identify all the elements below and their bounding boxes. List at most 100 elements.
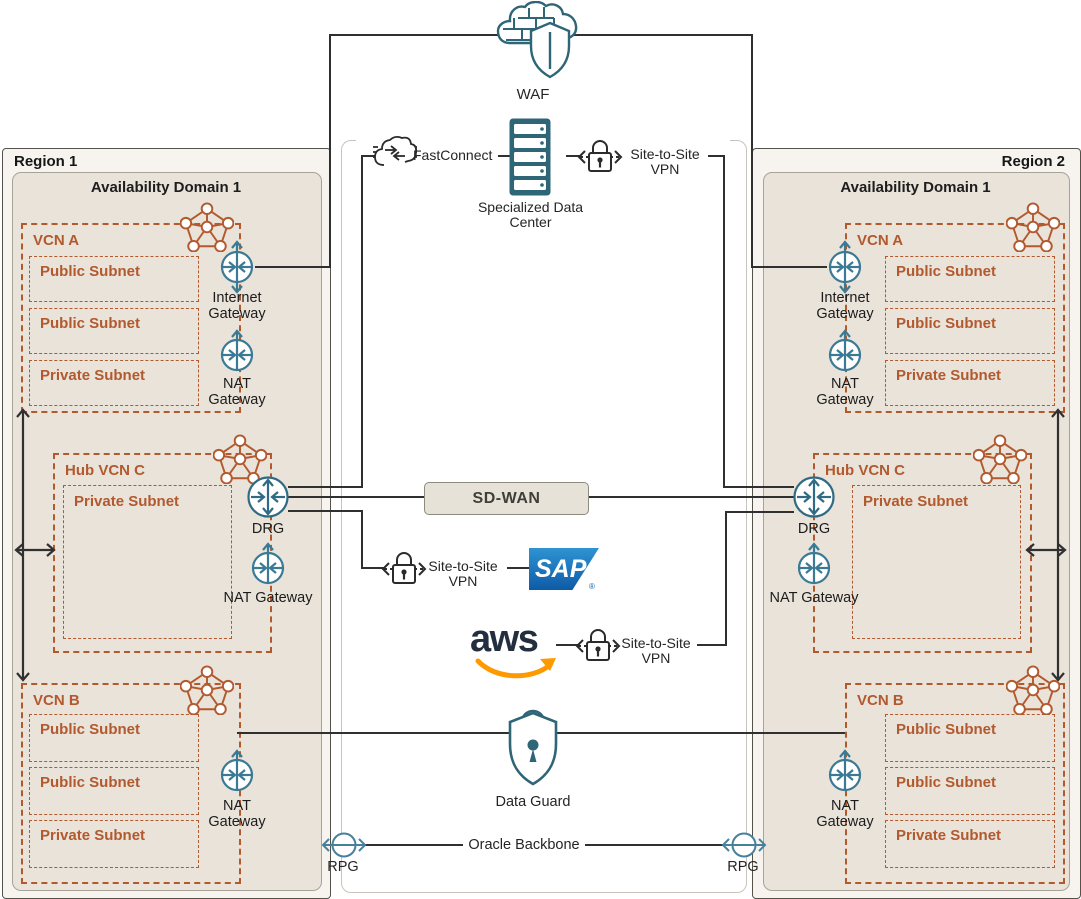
rpg-label: RPG xyxy=(727,859,759,875)
nat-gateway-icon xyxy=(825,327,865,383)
region-1-ad-title: Availability Domain 1 xyxy=(90,179,242,196)
waf-icon xyxy=(494,1,582,81)
r1-vcn-a-box xyxy=(21,223,241,413)
site-to-site-vpn-label: Site-to-Site VPN xyxy=(621,635,691,666)
subnet-label: Private Subnet xyxy=(896,827,1002,844)
connector-line xyxy=(723,155,725,488)
subnet-label: Public Subnet xyxy=(40,315,141,332)
subnet-label: Public Subnet xyxy=(896,315,997,332)
r1-vcn-b-private-subnet xyxy=(29,820,199,868)
drg-label: DRG xyxy=(251,521,285,537)
aws-smile-icon xyxy=(475,658,556,679)
connector-line xyxy=(725,486,794,488)
data-center-icon xyxy=(509,118,551,196)
subnet-label: Public Subnet xyxy=(40,721,141,738)
connector-line xyxy=(498,155,512,157)
r1-vcn-b-label: VCN B xyxy=(33,692,80,709)
nat-gateway-label: NAT Gateway xyxy=(208,798,266,830)
connector-line xyxy=(329,34,331,268)
rpg-icon xyxy=(721,830,767,860)
r2-hub-peering-arrow xyxy=(1023,539,1069,561)
region-1-title: Region 1 xyxy=(14,153,78,170)
nat-gateway-label: NAT Gateway xyxy=(223,590,313,606)
connector-line xyxy=(288,496,424,498)
r2-vcn-b-label: VCN B xyxy=(857,692,904,709)
connector-line xyxy=(361,155,363,488)
nat-gateway-icon xyxy=(217,747,257,803)
nat-gateway-label: NAT Gateway xyxy=(816,798,874,830)
vcn-icon xyxy=(180,665,234,715)
aws-logo: aws xyxy=(470,618,539,660)
drg-icon xyxy=(246,475,290,519)
region-2-title: Region 2 xyxy=(1001,153,1065,170)
r1-vcn-a-public-subnet-2 xyxy=(29,308,199,354)
r2-vcn-a-private-subnet xyxy=(885,360,1055,406)
connector-line xyxy=(556,644,580,646)
connector-line xyxy=(751,266,827,268)
sdwan-box: SD-WAN xyxy=(424,482,589,515)
nat-gateway-label: NAT Gateway xyxy=(816,376,874,408)
subnet-label: Public Subnet xyxy=(896,263,997,280)
nat-gateway-icon xyxy=(794,540,834,596)
rpg-label: RPG xyxy=(327,859,359,875)
rpg-icon xyxy=(321,830,367,860)
sdwan-label: SD-WAN xyxy=(472,489,541,507)
r2-vcn-a-public-subnet-1 xyxy=(885,256,1055,302)
fastconnect-label: FastConnect xyxy=(413,147,493,163)
connector-line xyxy=(566,155,580,157)
vcn-icon xyxy=(973,434,1027,484)
connector-line xyxy=(361,155,381,157)
sap-registered-mark: ® xyxy=(589,582,595,591)
site-to-site-vpn-label: Site-to-Site VPN xyxy=(630,146,700,177)
connector-line xyxy=(725,511,727,646)
nat-gateway-icon xyxy=(248,540,288,596)
internet-gateway-label: Internet Gateway xyxy=(208,290,266,322)
connector-line xyxy=(507,567,531,569)
site-to-site-vpn-label: Site-to-Site VPN xyxy=(428,558,498,589)
fastconnect-icon xyxy=(372,135,418,177)
waf-label: WAF xyxy=(516,86,550,103)
subnet-label: Public Subnet xyxy=(40,263,141,280)
drg-icon xyxy=(792,475,836,519)
internet-gateway-icon xyxy=(825,239,865,295)
data-guard-label: Data Guard xyxy=(495,794,571,810)
connector-line xyxy=(751,34,753,268)
connector-line xyxy=(357,844,463,846)
subnet-label: Public Subnet xyxy=(40,774,141,791)
subnet-label: Private Subnet xyxy=(74,493,180,510)
connector-line xyxy=(725,511,794,513)
r2-vcn-a-box xyxy=(845,223,1065,413)
r2-vcn-b-private-subnet xyxy=(885,820,1055,868)
site-to-site-vpn-icon xyxy=(576,133,624,175)
connector-line xyxy=(587,496,794,498)
data-guard-icon xyxy=(503,704,563,792)
oracle-backbone-label: Oracle Backbone xyxy=(468,837,580,853)
nat-gateway-icon xyxy=(217,327,257,383)
r1-vcn-b-public-subnet-1 xyxy=(29,714,199,762)
subnet-label: Private Subnet xyxy=(40,367,146,384)
connector-line xyxy=(255,266,331,268)
connector-line xyxy=(361,510,363,569)
subnet-label: Private Subnet xyxy=(40,827,146,844)
connector-line xyxy=(585,844,731,846)
r2-vcn-a-label: VCN A xyxy=(857,232,904,249)
connector-line xyxy=(361,567,385,569)
data-center-label: Specialized Data Center xyxy=(477,199,584,230)
r1-hub-private-subnet xyxy=(63,485,232,639)
internet-gateway-label: Internet Gateway xyxy=(816,290,874,322)
vcn-icon xyxy=(1006,202,1060,252)
r2-hub-private-subnet xyxy=(852,485,1021,639)
r2-hub-vcn-c-label: Hub VCN C xyxy=(825,462,905,479)
subnet-label: Public Subnet xyxy=(896,774,997,791)
r1-vcn-b-public-subnet-2 xyxy=(29,767,199,815)
connector-line xyxy=(288,486,363,488)
nat-gateway-label: NAT Gateway xyxy=(208,376,266,408)
r2-vcn-a-public-subnet-2 xyxy=(885,308,1055,354)
r2-vcn-b-public-subnet-1 xyxy=(885,714,1055,762)
vcn-icon xyxy=(1006,665,1060,715)
r1-hub-vcn-c-label: Hub VCN C xyxy=(65,462,145,479)
region-2-ad-title: Availability Domain 1 xyxy=(840,179,991,196)
subnet-label: Private Subnet xyxy=(863,493,969,510)
nat-gateway-label: NAT Gateway xyxy=(769,590,859,606)
